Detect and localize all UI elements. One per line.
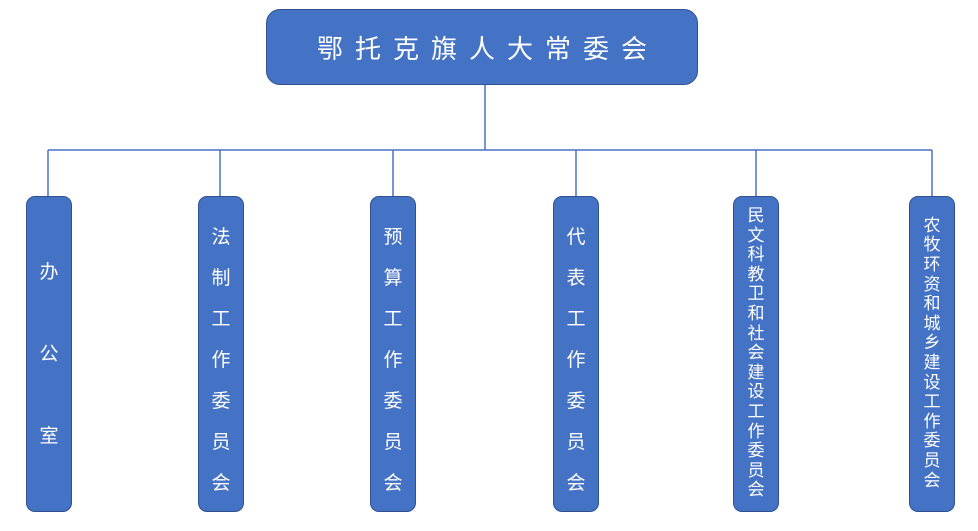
dept-node-label: 民 文 科 教 卫 和 社 会 建 设 工 作 委 员 会 [747, 206, 765, 501]
dept-node-representative-committee: 代 表 工 作 委 员 会 [553, 196, 599, 512]
dept-node-agriculture-environment-committee: 农 牧 环 资 和 城 乡 建 设 工 作 委 员 会 [909, 196, 955, 512]
dept-node-label: 代 表 工 作 委 员 会 [566, 226, 586, 494]
dept-node-label: 农 牧 环 资 和 城 乡 建 设 工 作 委 员 会 [923, 215, 941, 491]
dept-node-label: 法 制 工 作 委 员 会 [211, 226, 231, 494]
dept-node-budget-committee: 预 算 工 作 委 员 会 [370, 196, 416, 512]
dept-node-legal-committee: 法 制 工 作 委 员 会 [198, 196, 244, 512]
dept-node-office: 办 公 室 [26, 196, 72, 512]
dept-node-civil-culture-committee: 民 文 科 教 卫 和 社 会 建 设 工 作 委 员 会 [733, 196, 779, 512]
root-node-standing-committee: 鄂托克旗人大常委会 [266, 9, 698, 85]
dept-node-label: 预 算 工 作 委 员 会 [383, 226, 403, 494]
root-node-label: 鄂托克旗人大常委会 [316, 34, 659, 65]
dept-node-label: 办 公 室 [39, 261, 59, 447]
